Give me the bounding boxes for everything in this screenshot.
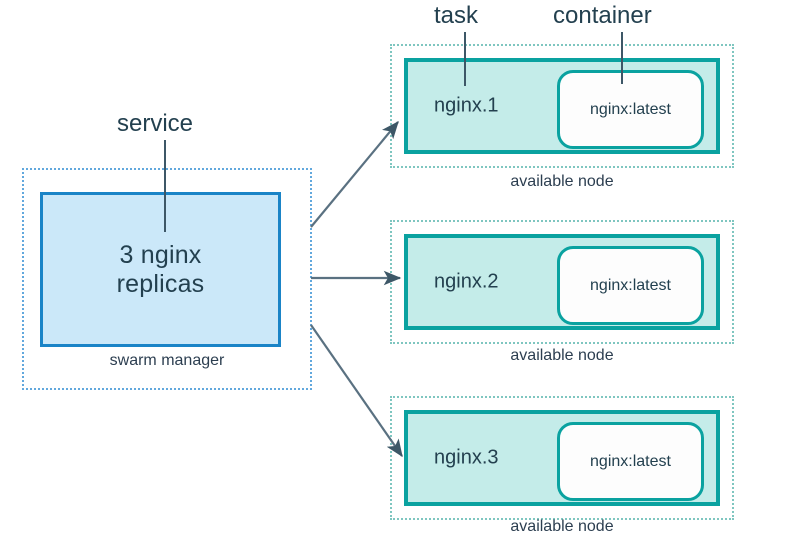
task-box-3[interactable]: nginx.3 nginx:latest [404, 410, 720, 506]
task-label-2: nginx.2 [434, 270, 499, 293]
container-label-2: nginx:latest [590, 276, 671, 294]
service-box-label: 3 nginx replicas [116, 240, 205, 298]
swarm-manager-caption: swarm manager [109, 352, 225, 369]
container-box-1[interactable]: nginx:latest [557, 70, 704, 149]
callout-label-service: service [117, 110, 194, 137]
container-box-2[interactable]: nginx:latest [557, 246, 704, 325]
service-box[interactable]: 3 nginx replicas [40, 192, 281, 347]
task-box-1[interactable]: nginx.1 nginx:latest [404, 58, 720, 154]
arrow-service-to-node-1 [310, 120, 399, 228]
task-label-3: nginx.3 [434, 446, 499, 469]
node-boundary-1 [390, 44, 734, 168]
container-label-1: nginx:latest [590, 100, 671, 118]
callout-label-task: task [434, 2, 479, 29]
node-boundary-3 [390, 396, 734, 520]
node-caption-1: available node [510, 173, 614, 190]
callout-label-container: container [553, 2, 652, 29]
task-box-2[interactable]: nginx.2 nginx:latest [404, 234, 720, 330]
container-box-3[interactable]: nginx:latest [557, 422, 704, 501]
arrow-service-to-node-3 [310, 324, 403, 458]
container-label-3: nginx:latest [590, 452, 671, 470]
task-label-1: nginx.1 [434, 94, 499, 117]
node-caption-2: available node [510, 347, 614, 364]
node-caption-3: available node [510, 518, 614, 535]
